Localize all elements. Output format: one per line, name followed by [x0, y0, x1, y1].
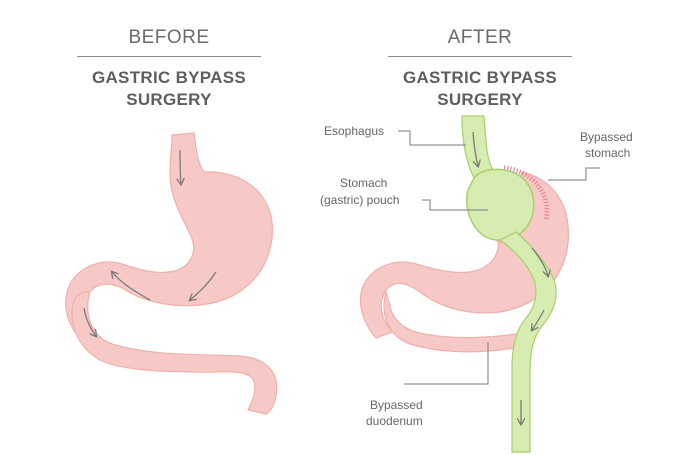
before-stomach-illustration	[65, 132, 278, 415]
before-flow-arrow-4	[83, 307, 96, 336]
after-flow-arrow-3	[532, 309, 545, 330]
before-stomach	[65, 132, 273, 339]
label-pouch-line2: (gastric) pouch	[320, 193, 400, 207]
label-duodenum-line1: Bypassed	[370, 398, 423, 412]
leader-bypassed-stomach	[548, 167, 600, 181]
after-phase-label: AFTER	[447, 27, 513, 48]
before-duodenum	[71, 291, 278, 415]
after-title-line2: SURGERY	[437, 90, 523, 109]
label-bypassed-stomach-line1: Bypassed	[580, 130, 633, 144]
before-header: BEFORE GASTRIC BYPASS SURGERY	[69, 26, 269, 111]
label-esophagus: Esophagus	[324, 124, 385, 138]
leader-duodenum	[404, 342, 489, 385]
before-title-line1: GASTRIC BYPASS	[91, 68, 247, 87]
after-stomach-illustration	[359, 115, 600, 453]
before-flow-arrow-1	[180, 149, 181, 184]
after-roux-limb	[498, 231, 557, 453]
after-header: AFTER GASTRIC BYPASS SURGERY	[380, 26, 580, 111]
label-duodenum-line2: duodenum	[366, 414, 423, 428]
leader-pouch	[422, 199, 488, 211]
before-flow-arrow-2	[190, 271, 217, 300]
after-title-line1: GASTRIC BYPASS	[402, 68, 558, 87]
leader-esophagus	[398, 130, 466, 146]
after-flow-arrow-1	[472, 131, 478, 166]
before-divider	[77, 56, 261, 57]
after-esophagus	[461, 115, 495, 179]
before-title-line2: SURGERY	[126, 90, 212, 109]
before-flow-arrow-3	[112, 272, 151, 301]
after-flow-arrow-2	[531, 247, 548, 276]
after-staple-line-remnant	[503, 165, 550, 221]
after-gastric-pouch	[466, 168, 535, 241]
after-divider	[388, 56, 572, 57]
label-bypassed-stomach-line2: stomach	[585, 146, 631, 160]
before-phase-label: BEFORE	[128, 27, 210, 48]
label-pouch-line1: Stomach	[340, 176, 388, 190]
